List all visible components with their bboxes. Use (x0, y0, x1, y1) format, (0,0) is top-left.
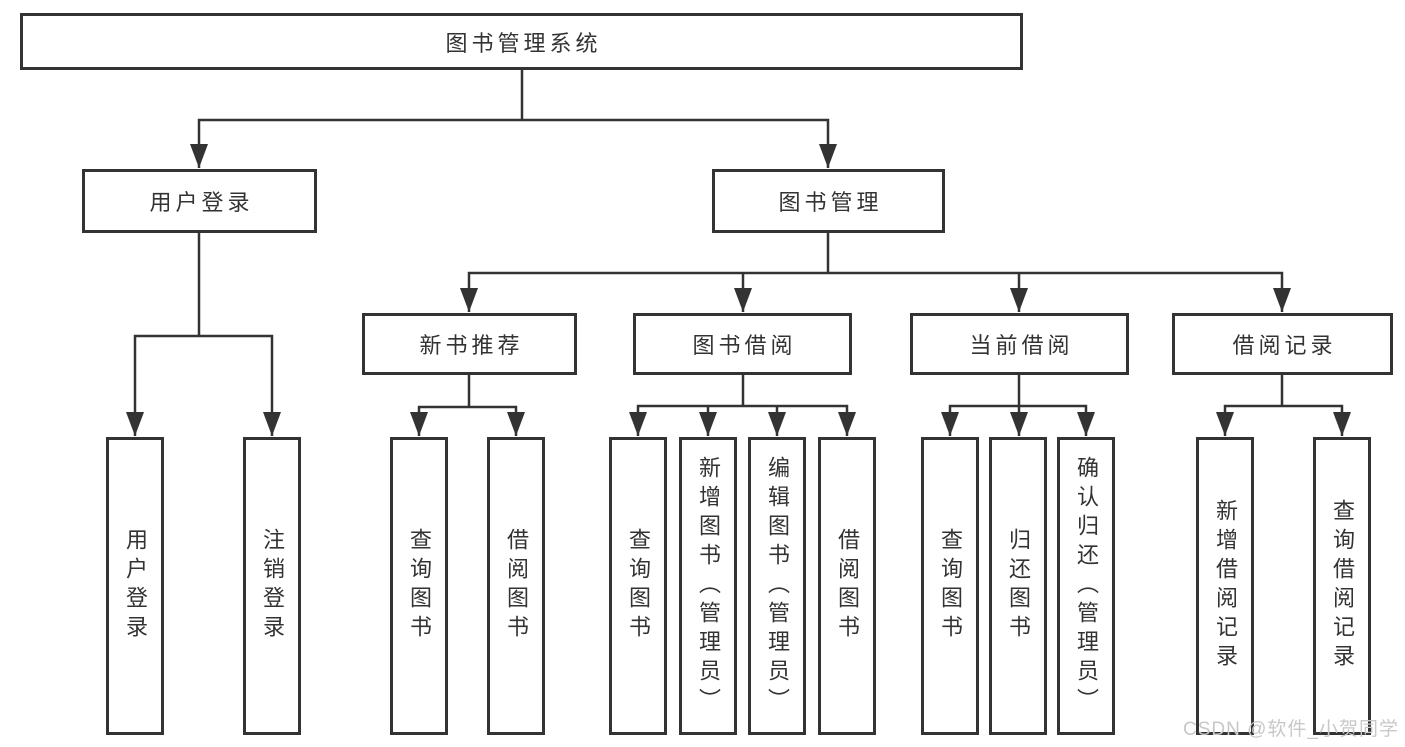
connector-to-leaf-query-book-3 (941, 404, 1019, 436)
node-current-borrow: 当前借阅 (910, 313, 1129, 375)
node-new-book-rec-label: 新书推荐 (419, 333, 524, 358)
connector-to-leaf-user-login (126, 334, 199, 436)
connector-to-leaf-query-record (1282, 404, 1351, 436)
node-book-mgmt: 图书管理 (712, 169, 945, 233)
node-book-borrow-label: 图书借阅 (692, 333, 797, 358)
node-new-book-rec: 新书推荐 (362, 313, 577, 375)
leaf-user-login-label: 用户登录 (123, 528, 148, 644)
leaf-return-book-label: 归还图书 (1006, 528, 1031, 644)
leaf-confirm-return-label: 确认归还（管理员） (1074, 455, 1099, 717)
connector-to-leaf-borrow-book-2 (743, 404, 856, 436)
connector-to-leaf-logout (199, 334, 281, 436)
node-borrow-record-label: 借阅记录 (1232, 333, 1337, 358)
leaf-edit-book: 编辑图书（管理员） (748, 437, 806, 735)
leaf-borrow-book-1-label: 借阅图书 (504, 528, 529, 644)
connector-to-borrow-record (828, 271, 1291, 312)
leaf-confirm-return: 确认归还（管理员） (1057, 437, 1115, 735)
leaf-query-book-1: 查询图书 (390, 437, 448, 735)
connector-to-leaf-borrow-book-1 (469, 405, 525, 436)
leaf-query-record: 查询借阅记录 (1313, 437, 1371, 735)
node-borrow-record: 借阅记录 (1172, 313, 1393, 375)
connector-to-leaf-confirm-return (1019, 404, 1095, 436)
leaf-edit-book-label: 编辑图书（管理员） (765, 455, 790, 717)
leaf-query-book-3-label: 查询图书 (938, 528, 963, 644)
leaf-query-book-2-label: 查询图书 (626, 528, 651, 644)
leaf-borrow-book-2-label: 借阅图书 (835, 528, 860, 644)
connector-root-to-user-login (190, 118, 522, 168)
leaf-query-book-1-label: 查询图书 (407, 528, 432, 644)
connector-to-leaf-query-book-2 (629, 404, 743, 436)
leaf-logout-label: 注销登录 (260, 528, 285, 644)
node-current-borrow-label: 当前借阅 (969, 333, 1074, 358)
leaf-add-record-label: 新增借阅记录 (1213, 499, 1238, 673)
leaf-return-book: 归还图书 (989, 437, 1047, 735)
node-book-mgmt-label: 图书管理 (778, 190, 883, 215)
leaf-add-book-label: 新增图书（管理员） (696, 455, 721, 717)
connector-to-leaf-query-book-1 (410, 405, 469, 436)
connector-to-new-book-rec (460, 271, 828, 312)
leaf-logout: 注销登录 (243, 437, 301, 735)
leaf-borrow-book-2: 借阅图书 (818, 437, 876, 735)
leaf-user-login: 用户登录 (106, 437, 164, 735)
leaf-query-book-3: 查询图书 (921, 437, 979, 735)
node-root: 图书管理系统 (20, 13, 1023, 70)
connector-to-leaf-add-record (1216, 404, 1282, 436)
leaf-add-book: 新增图书（管理员） (679, 437, 737, 735)
node-book-borrow: 图书借阅 (633, 313, 852, 375)
node-user-login: 用户登录 (82, 169, 317, 233)
watermark: CSDN @软件_小贺同学 (1183, 719, 1399, 740)
leaf-query-book-2: 查询图书 (609, 437, 667, 735)
node-user-login-label: 用户登录 (149, 190, 254, 215)
node-root-label: 图书管理系统 (445, 30, 602, 56)
leaf-add-record: 新增借阅记录 (1196, 437, 1254, 735)
leaf-query-record-label: 查询借阅记录 (1330, 499, 1355, 673)
connector-root-to-book-mgmt (522, 118, 837, 168)
leaf-borrow-book-1: 借阅图书 (487, 437, 545, 735)
